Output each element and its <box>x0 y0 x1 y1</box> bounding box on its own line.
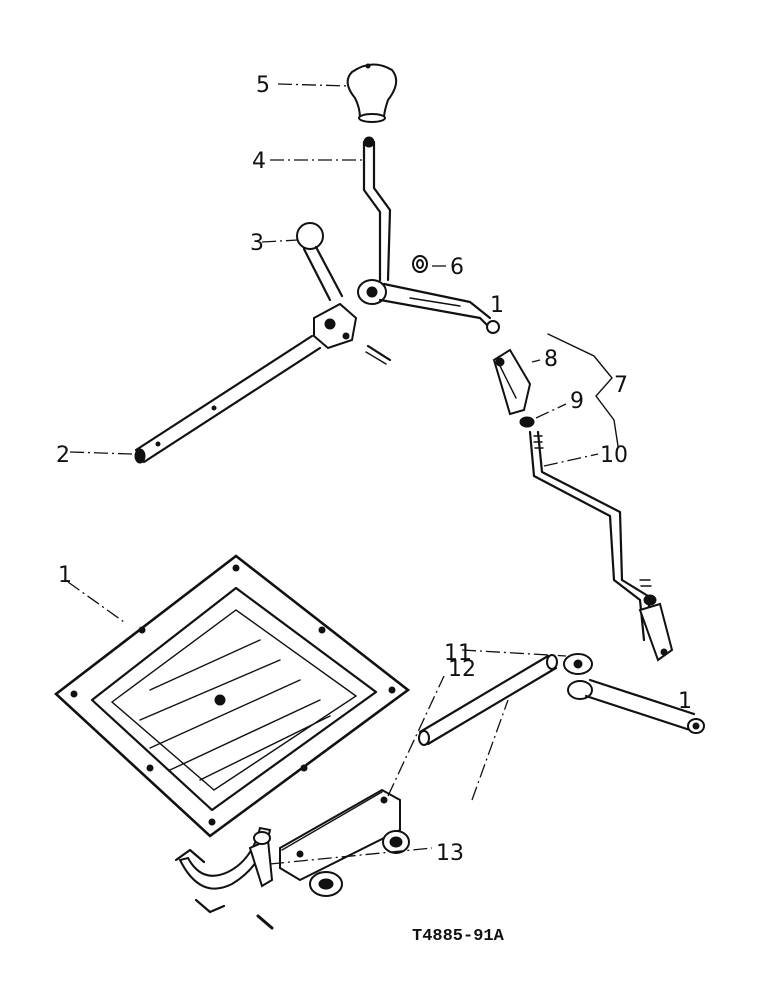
leader-13a <box>269 847 433 865</box>
callout-10: 10 <box>600 443 628 468</box>
callout-13: 13 <box>436 841 464 866</box>
leader-11 <box>461 649 567 657</box>
part-8-clevis <box>492 348 532 416</box>
drawing-reference: T4885-91A <box>412 927 505 946</box>
callout-1-upper: 1 <box>490 293 504 318</box>
part-11-arm <box>563 653 705 734</box>
part-1-cover-plate <box>53 554 411 838</box>
leader-5 <box>277 83 351 87</box>
callout-1: 1 <box>58 563 72 588</box>
leader-lines <box>67 83 619 865</box>
leader-3 <box>261 239 299 243</box>
callout-12: 12 <box>448 657 476 682</box>
part-9-nut <box>519 416 535 428</box>
callout-6: 6 <box>450 255 464 280</box>
bracket-7 <box>547 333 619 447</box>
part-6-ring <box>412 255 428 273</box>
callout-5: 5 <box>256 73 270 98</box>
part-12-bracket <box>279 788 410 897</box>
leader-8 <box>531 359 541 363</box>
part-2-shaft <box>134 334 322 464</box>
callout-labels: 5 4 3 6 1 2 8 7 9 10 1 11 1 12 13 <box>56 73 692 866</box>
part-4-shift-lever <box>357 136 500 334</box>
leader-9 <box>535 403 567 419</box>
part-13-rail <box>418 654 558 746</box>
part-10-rod <box>528 430 674 662</box>
part-13-shift-fork <box>174 826 274 930</box>
callout-3: 3 <box>250 231 264 256</box>
leader-12 <box>387 675 445 797</box>
callout-9: 9 <box>570 389 584 414</box>
callout-7: 7 <box>614 373 628 398</box>
leader-10 <box>543 453 599 467</box>
callout-1-right: 1 <box>678 689 692 714</box>
part-5-knob <box>346 63 398 123</box>
callout-11: 11 <box>444 641 472 666</box>
leader-1 <box>67 581 125 623</box>
callout-2: 2 <box>56 443 70 468</box>
leader-13b <box>471 699 509 801</box>
part-3-hand-lever <box>296 222 392 365</box>
callout-8: 8 <box>544 347 558 372</box>
callout-4: 4 <box>252 149 266 174</box>
leader-2 <box>69 451 133 455</box>
